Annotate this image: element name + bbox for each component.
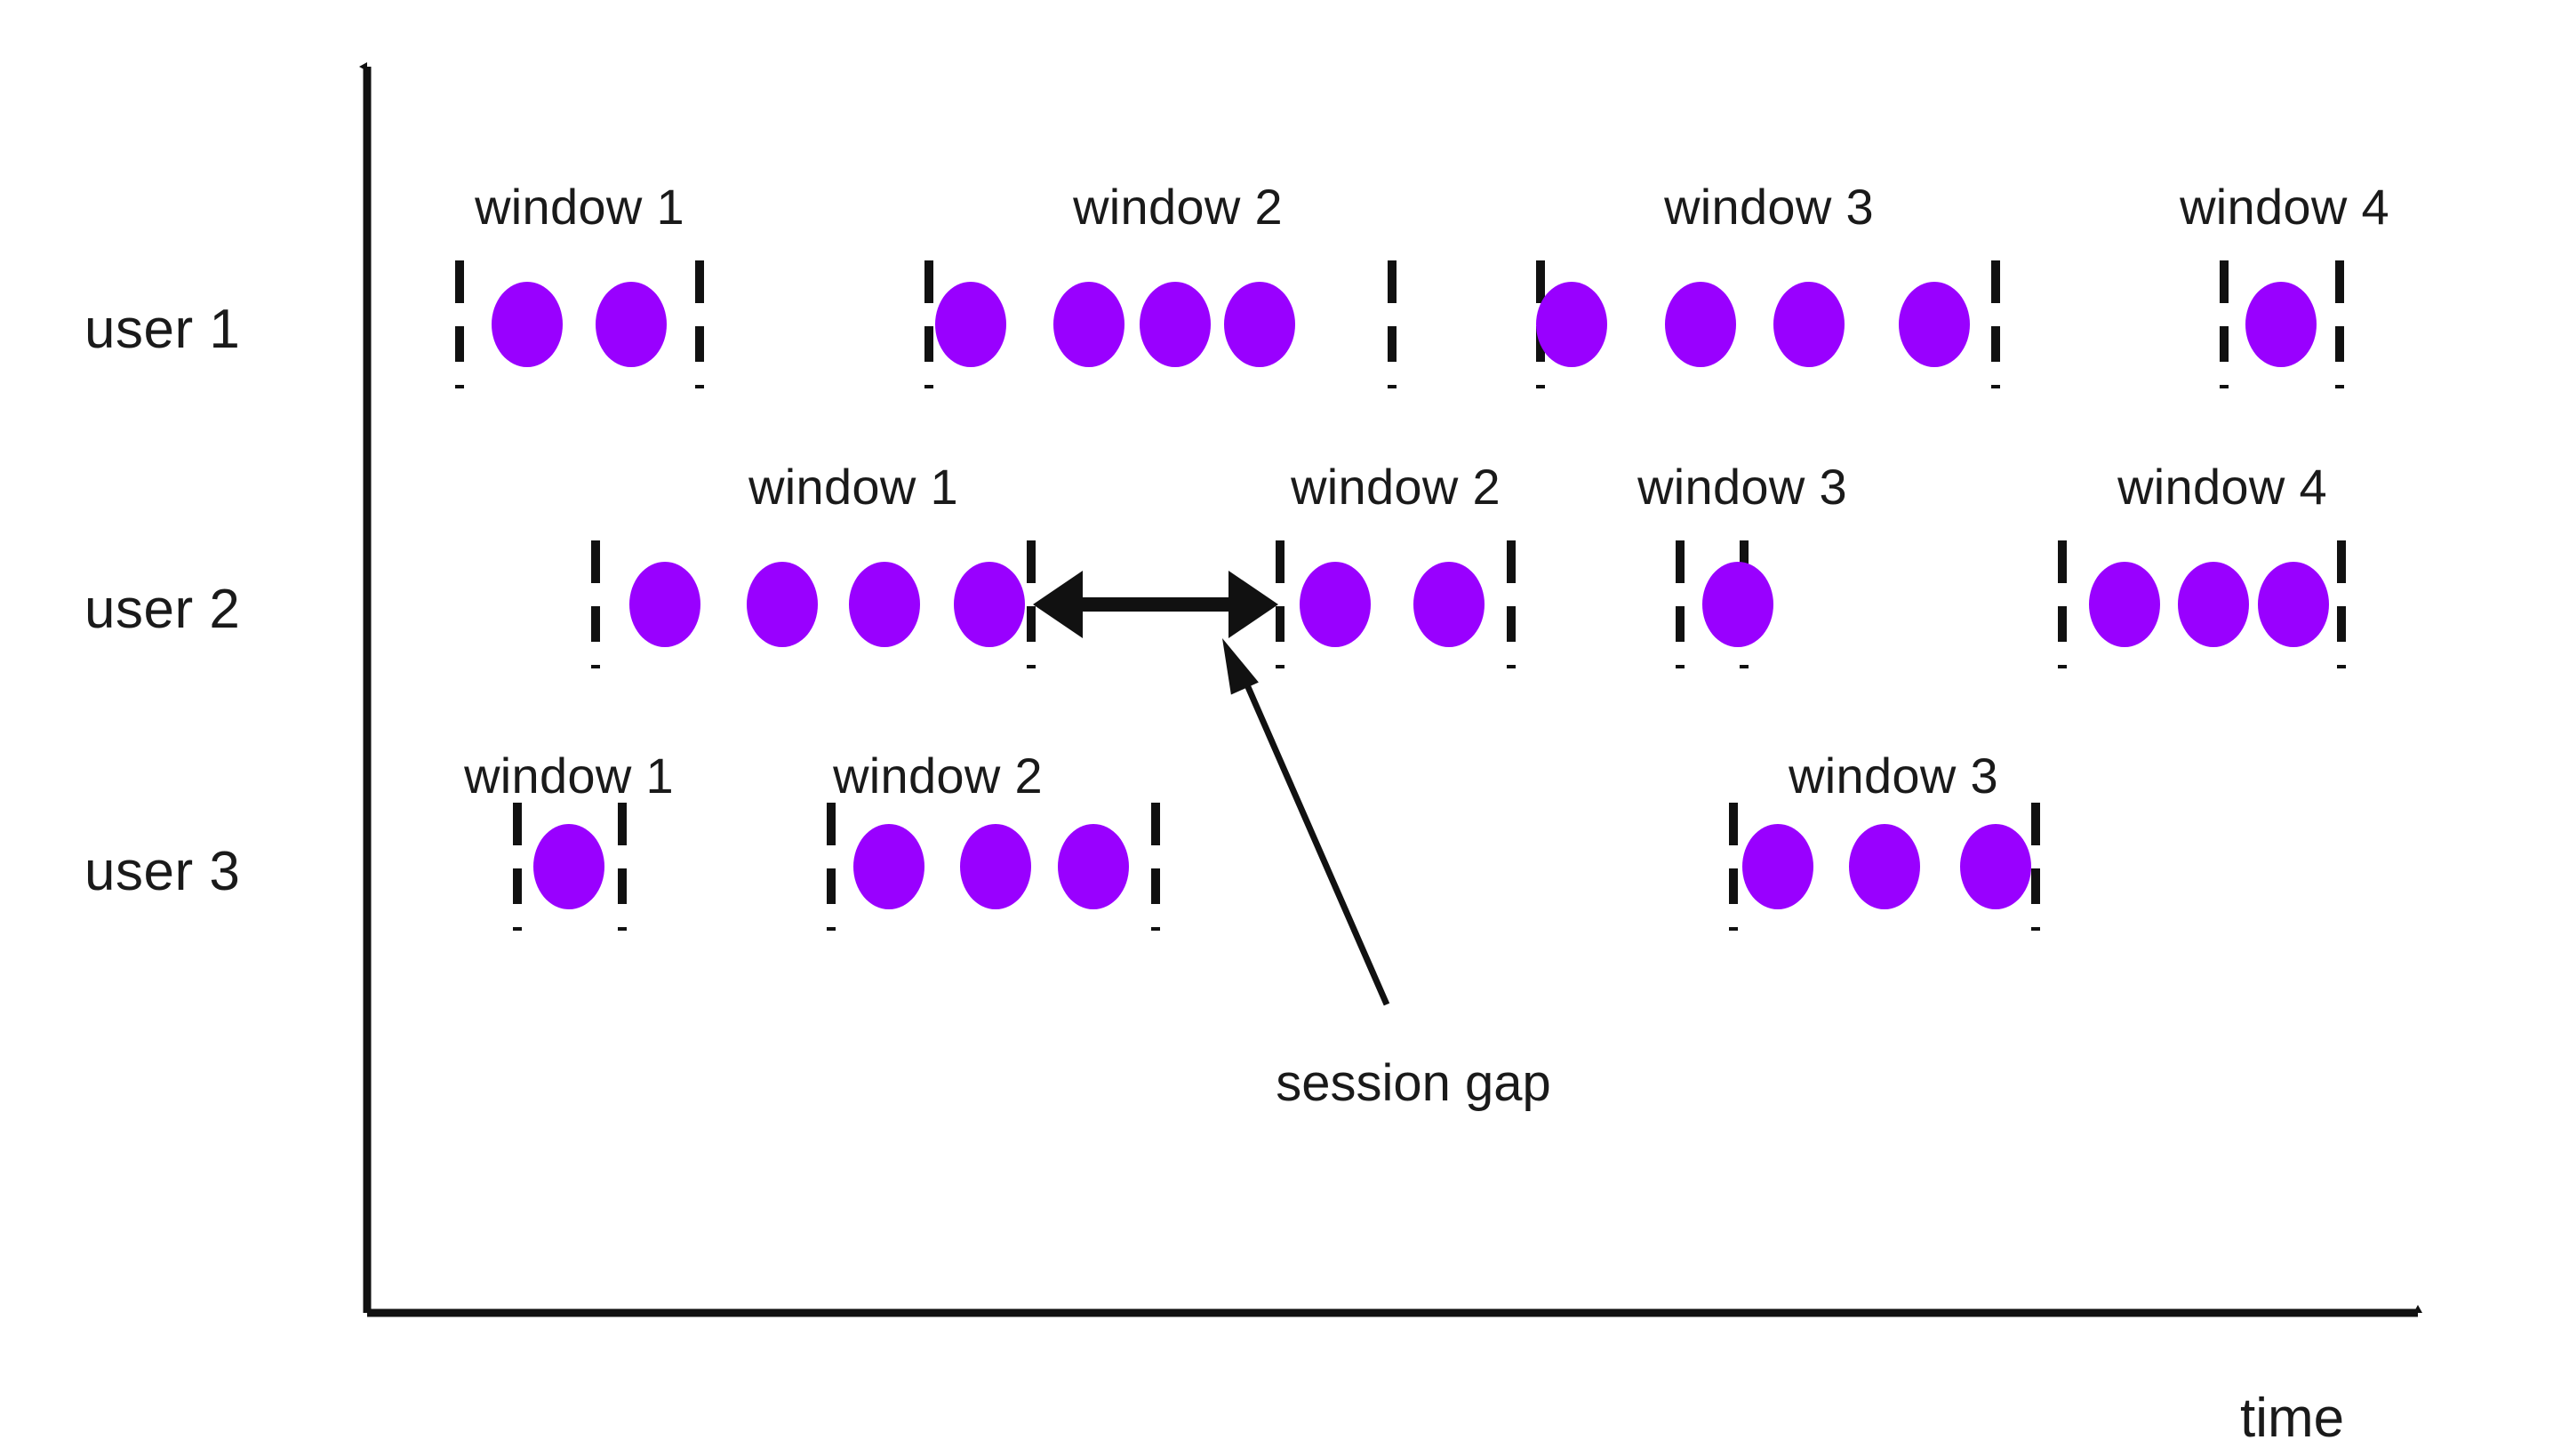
event-dot-u2-w2-1 — [1300, 562, 1371, 647]
window-label-u2-w3: window 3 — [1637, 459, 1847, 515]
event-dots-group — [492, 282, 2329, 909]
window-label-u1-w2: window 2 — [1073, 179, 1283, 235]
event-dot-u1-w3-1 — [1536, 282, 1607, 367]
event-dot-u1-w2-4 — [1224, 282, 1295, 367]
event-dot-u1-w2-2 — [1053, 282, 1124, 367]
window-label-u3-w3: window 3 — [1789, 748, 1998, 804]
event-dot-u1-w1-1 — [492, 282, 563, 367]
event-dot-u2-w3-1 — [1702, 562, 1773, 647]
axes-group — [359, 62, 2422, 1317]
session-gap-arrowhead-right — [1228, 571, 1278, 638]
session-gap-leader-arrowhead — [1222, 638, 1259, 695]
window-label-u2-w4: window 4 — [2117, 459, 2327, 515]
window-label-u2-w2: window 2 — [1291, 459, 1501, 515]
x-axis-label-time: time — [2240, 1388, 2345, 1449]
event-dot-u3-w3-3 — [1960, 824, 2031, 909]
event-dot-u3-w3-1 — [1742, 824, 1813, 909]
window-label-u1-w4: window 4 — [2180, 179, 2389, 235]
event-dot-u1-w2-1 — [935, 282, 1006, 367]
event-dot-u3-w3-2 — [1849, 824, 1920, 909]
event-dot-u3-w2-3 — [1058, 824, 1129, 909]
session-gap-label: session gap — [1276, 1054, 1551, 1112]
window-label-u3-w1: window 1 — [464, 748, 674, 804]
event-dot-u1-w2-3 — [1140, 282, 1211, 367]
session-gap-leader-line — [1242, 679, 1390, 1006]
session-gap-annotation-group — [1033, 571, 1390, 1006]
window-brackets-group — [455, 260, 2346, 931]
window-label-u2-w1: window 1 — [748, 459, 958, 515]
event-dot-u2-w4-1 — [2089, 562, 2160, 647]
event-dot-u1-w4-1 — [2245, 282, 2317, 367]
event-dot-u2-w1-4 — [954, 562, 1025, 647]
event-dot-u2-w4-3 — [2258, 562, 2329, 647]
session-gap-arrowhead-left — [1033, 571, 1083, 638]
event-dot-u3-w2-1 — [853, 824, 924, 909]
event-dot-u1-w3-4 — [1899, 282, 1970, 367]
event-dot-u2-w4-2 — [2178, 562, 2249, 647]
event-dot-u1-w1-2 — [596, 282, 667, 367]
event-dot-u3-w2-2 — [960, 824, 1031, 909]
window-label-u1-w1: window 1 — [475, 179, 684, 235]
event-dot-u3-w1-1 — [533, 824, 604, 909]
window-label-u3-w2: window 2 — [833, 748, 1043, 804]
user-row-label-2: user 2 — [84, 579, 241, 640]
user-row-label-3: user 3 — [84, 841, 241, 902]
event-dot-u2-w1-3 — [849, 562, 920, 647]
user-row-label-1: user 1 — [84, 299, 241, 360]
event-dot-u2-w1-2 — [747, 562, 818, 647]
event-dot-u1-w3-3 — [1773, 282, 1845, 367]
event-dot-u1-w3-2 — [1665, 282, 1736, 367]
event-dot-u2-w2-2 — [1413, 562, 1485, 647]
event-dot-u2-w1-1 — [629, 562, 700, 647]
window-label-u1-w3: window 3 — [1664, 179, 1874, 235]
